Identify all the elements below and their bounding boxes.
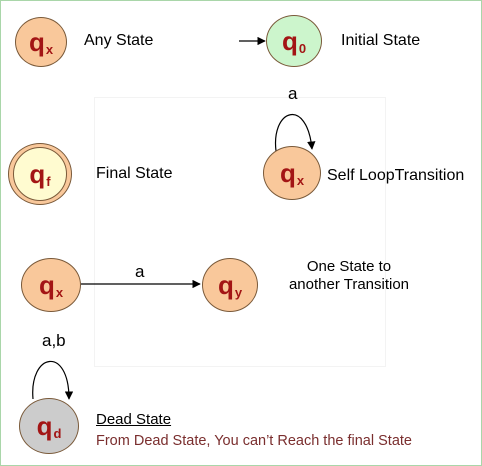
self-loop-symbol: a (288, 84, 298, 103)
state-symbol: q (36, 411, 53, 441)
state-symbol: q (38, 270, 55, 300)
state-symbol: q (279, 158, 296, 188)
final-state-label: Final State (96, 165, 173, 182)
state-symbol: q (29, 159, 46, 189)
any-state-label: Any State (84, 32, 154, 49)
state-subscript: x (45, 41, 54, 57)
state-subscript: y (234, 284, 243, 300)
dead-state-label: Dead State (96, 411, 172, 428)
state-subscript: x (296, 172, 305, 188)
self-loop-arrow (274, 114, 316, 152)
one-state-symbol: a (135, 262, 145, 281)
initial-state-label: Initial State (341, 32, 421, 49)
state-symbol: q (217, 270, 234, 300)
inner-frame (94, 97, 386, 367)
dead-loop-symbol: a,b (42, 331, 66, 350)
dead-state-note: From Dead State, You can’t Reach the fin… (96, 433, 412, 449)
state-subscript: 0 (298, 40, 307, 56)
state-subscript: x (55, 284, 64, 300)
one-state-label-line2: another Transition (288, 276, 410, 293)
one-state-label-line1: One State to (306, 258, 392, 275)
self-loop-label: Self LoopTransition (327, 167, 465, 184)
state-symbol: q (28, 27, 45, 57)
state-subscript: f (46, 173, 51, 189)
dead-loop-arrow (32, 360, 74, 400)
state-subscript: d (53, 425, 62, 441)
one-state-label: One State to another Transition (280, 258, 418, 294)
state-symbol: q (281, 26, 298, 56)
